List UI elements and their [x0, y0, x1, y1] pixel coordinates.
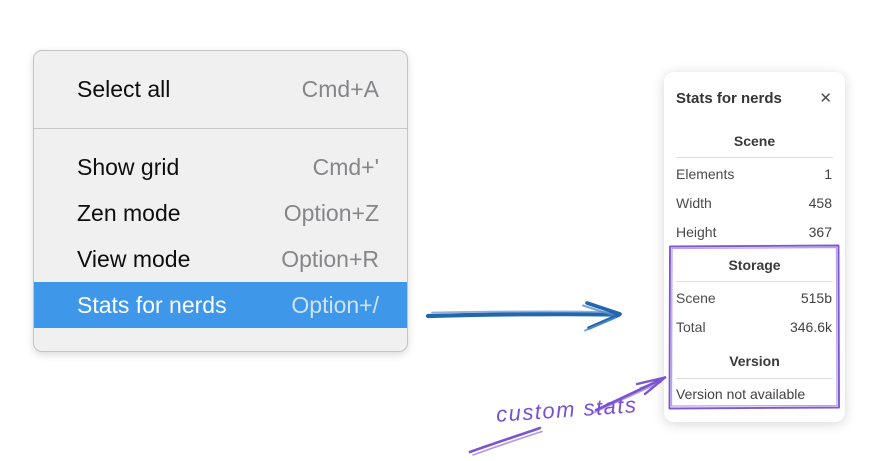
menu-group: Show grid Cmd+' Zen mode Option+Z View m… [34, 129, 407, 328]
stat-row-width: Width 458 [664, 189, 845, 218]
context-menu: Select all Cmd+A Show grid Cmd+' Zen mod… [33, 50, 408, 352]
stat-label: Scene [676, 290, 716, 306]
flow-arrow [425, 301, 622, 332]
section-heading-storage: Storage [728, 257, 781, 273]
stat-label: Total [676, 319, 706, 335]
menu-item-shortcut: Cmd+' [312, 153, 379, 180]
menu-item-label: Stats for nerds [77, 291, 227, 318]
section-heading-scene: Scene [733, 133, 776, 149]
stats-panel-header: Stats for nerds ✕ [664, 72, 845, 108]
stat-label: Width [676, 195, 712, 211]
stat-value: 346.6k [789, 319, 832, 335]
stat-row-height: Height 367 [664, 218, 845, 247]
close-icon[interactable]: ✕ [819, 90, 832, 107]
version-note: Version not available [676, 386, 806, 402]
stats-panel: Stats for nerds ✕ Scene Elements 1 Width… [664, 72, 845, 422]
section-divider [676, 378, 833, 379]
scene-stats: Elements 1 Width 458 Height 367 [664, 160, 845, 247]
menu-item-label: Zen mode [77, 199, 181, 226]
stat-row-elements: Elements 1 [664, 160, 845, 189]
menu-item-zen-mode[interactable]: Zen mode Option+Z [34, 190, 407, 236]
section-divider [676, 281, 833, 282]
menu-item-shortcut: Option+R [281, 245, 379, 272]
menu-item-stats-for-nerds[interactable]: Stats for nerds Option+/ [34, 282, 407, 328]
storage-stats: Scene 515b Total 346.6k [664, 284, 845, 342]
stat-row-total-storage: Total 346.6k [664, 313, 845, 342]
stat-value: 1 [824, 166, 832, 182]
menu-item-shortcut: Option+/ [291, 291, 379, 318]
stat-value: 367 [808, 224, 832, 240]
stat-row-scene-storage: Scene 515b [664, 284, 845, 313]
annotation-custom-stats: custom stats [495, 392, 639, 427]
menu-separator [34, 128, 407, 129]
menu-item-label: Select all [77, 76, 171, 102]
menu-item-show-grid[interactable]: Show grid Cmd+' [34, 144, 407, 190]
menu-item-view-mode[interactable]: View mode Option+R [34, 236, 407, 282]
stat-value: 515b [800, 290, 832, 306]
stat-value: 458 [808, 195, 832, 211]
section-heading-version: Version [729, 353, 780, 369]
menu-item-label: View mode [77, 245, 191, 272]
section-divider [676, 157, 833, 158]
menu-item-label: Show grid [77, 153, 180, 180]
menu-item-shortcut: Cmd+A [301, 76, 379, 102]
menu-item-shortcut: Option+Z [283, 199, 379, 226]
stat-label: Height [676, 224, 717, 240]
stats-panel-title: Stats for nerds [676, 90, 782, 107]
stat-label: Elements [676, 166, 735, 182]
menu-item-select-all[interactable]: Select all Cmd+A [34, 51, 407, 128]
